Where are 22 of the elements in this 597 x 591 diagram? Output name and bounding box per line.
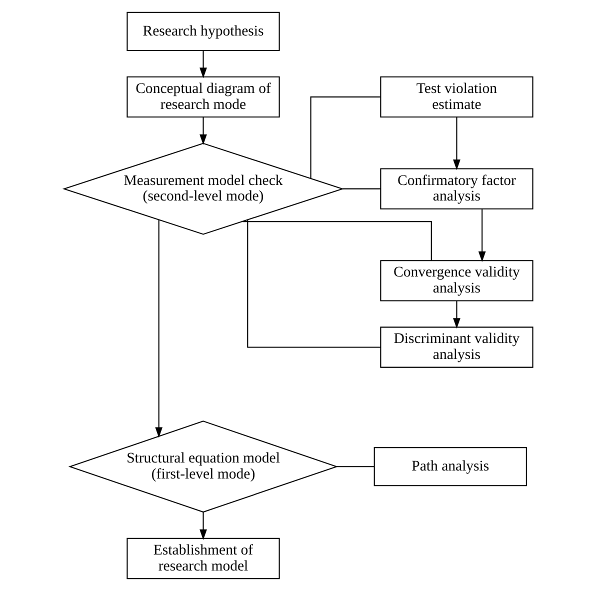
arrow: [155, 220, 163, 438]
node-box: Convergence validity analysis: [380, 260, 534, 302]
node-box: Conceptual diagram of research mode: [126, 76, 280, 118]
connector: [247, 220, 381, 348]
arrow: [453, 301, 460, 329]
arrow: [200, 512, 207, 540]
arrow: [478, 209, 486, 262]
connector: [242, 221, 432, 260]
node-box: Research hypothesis: [126, 12, 280, 51]
node-diamond: Measurement model check (second-level mode): [62, 142, 344, 235]
arrow: [200, 50, 207, 78]
arrow: [200, 117, 207, 145]
connector: [342, 188, 380, 190]
arrow: [453, 117, 460, 170]
connector: [310, 96, 380, 178]
node-box: Establishment of research model: [126, 538, 280, 580]
node-box: Test violation estimate: [380, 76, 534, 118]
connector: [336, 466, 374, 468]
node-box: Confirmatory factor analysis: [380, 168, 534, 210]
node-box: Path analysis: [374, 447, 527, 486]
node-box: Discriminant validity analysis: [380, 326, 534, 368]
node-diamond: Structural equation model (first-level mode): [68, 420, 338, 513]
